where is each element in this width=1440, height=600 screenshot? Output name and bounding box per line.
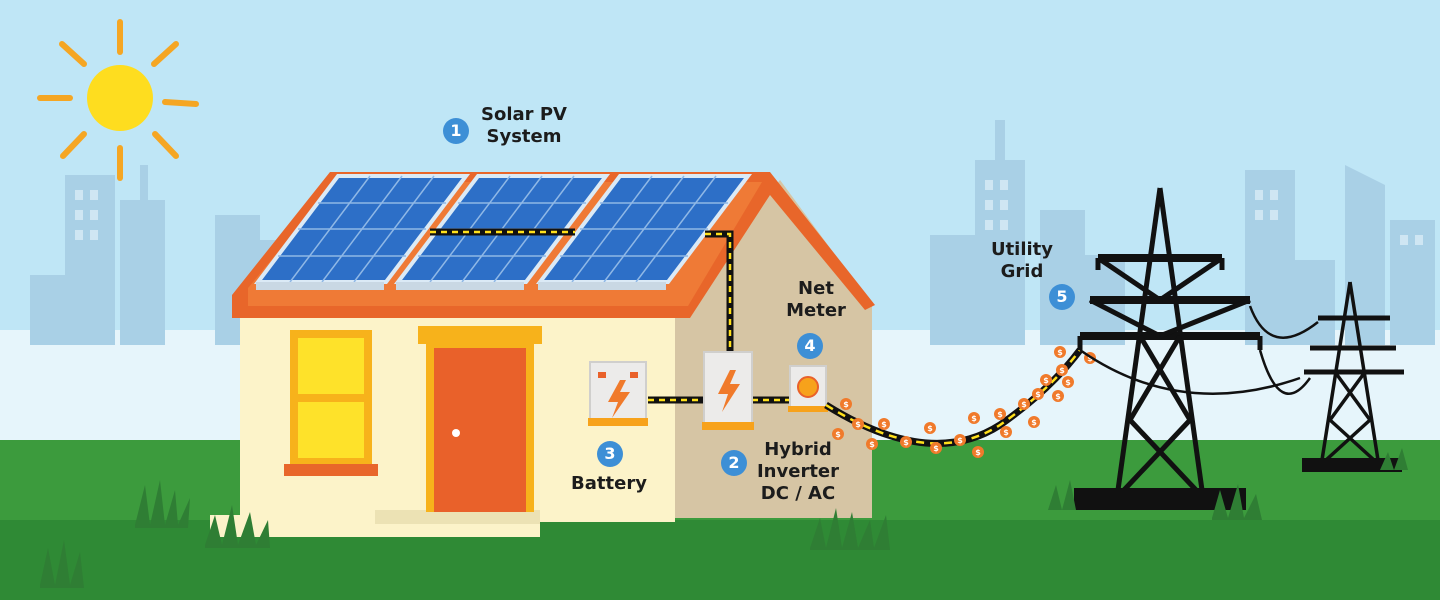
money-coin-icon: $ <box>878 418 890 430</box>
svg-text:$: $ <box>1021 400 1027 409</box>
badge-utility-grid: 5 <box>1049 284 1075 310</box>
svg-text:$: $ <box>1055 392 1061 401</box>
money-coin-icon: $ <box>840 398 852 410</box>
label-line: Inverter <box>756 461 840 482</box>
svg-text:$: $ <box>855 420 861 429</box>
money-coin-icon: $ <box>924 422 936 434</box>
money-coin-icon: $ <box>1000 426 1012 438</box>
money-coin-icon: $ <box>954 434 966 446</box>
label-line: Utility <box>990 239 1054 260</box>
svg-text:$: $ <box>997 410 1003 419</box>
money-coin-icon: $ <box>1018 398 1030 410</box>
label-net-meter: Net Meter <box>770 278 862 322</box>
label-line: Hybrid <box>764 439 832 460</box>
svg-text:$: $ <box>869 440 875 449</box>
svg-text:$: $ <box>881 420 887 429</box>
label-line: Net <box>798 278 834 299</box>
inverter-unit <box>702 351 754 430</box>
money-coin-icon: $ <box>1028 416 1040 428</box>
svg-text:$: $ <box>1031 418 1037 427</box>
front-door <box>418 326 542 512</box>
svg-text:$: $ <box>933 444 939 453</box>
label-line: Grid <box>1000 261 1044 282</box>
net-meter-unit <box>788 365 828 412</box>
svg-text:$: $ <box>1035 390 1041 399</box>
money-coin-icon: $ <box>1040 374 1052 386</box>
city-skyline <box>30 120 1435 345</box>
svg-text:$: $ <box>1059 366 1065 375</box>
transmission-tower-icon <box>1304 281 1404 462</box>
label-solar-pv-system: Solar PV System <box>474 104 574 148</box>
badge-solar: 1 <box>443 118 469 144</box>
svg-text:$: $ <box>1003 428 1009 437</box>
sun <box>37 19 199 181</box>
svg-text:$: $ <box>1043 376 1049 385</box>
label-hybrid-inverter: Hybrid Inverter DC / AC <box>750 439 846 505</box>
money-coin-icon: $ <box>1032 388 1044 400</box>
money-coin-icon: $ <box>994 408 1006 420</box>
money-coin-icon: $ <box>900 436 912 448</box>
door-steps <box>375 510 540 524</box>
lightning-icon <box>608 380 630 418</box>
grass-tufts <box>40 448 1408 588</box>
money-coin-icon: $ <box>832 428 844 440</box>
sun-disc <box>87 65 153 131</box>
svg-text:$: $ <box>927 424 933 433</box>
transmission-tower-icon <box>1077 187 1263 492</box>
svg-text:$: $ <box>971 414 977 423</box>
house-cables <box>430 228 792 404</box>
badge-net-meter: 4 <box>797 333 823 359</box>
label-battery: Battery <box>571 473 647 494</box>
svg-text:$: $ <box>835 430 841 439</box>
city-windows <box>75 180 1423 245</box>
money-flow: $$$$$$$$$$$$$$$$$$$$$$ <box>832 346 1096 458</box>
badge-inverter: 2 <box>721 450 747 476</box>
svg-text:$: $ <box>1057 348 1063 357</box>
svg-text:$: $ <box>975 448 981 457</box>
door-knob <box>452 429 460 437</box>
svg-text:$: $ <box>843 400 849 409</box>
money-coin-icon: $ <box>972 446 984 458</box>
tower-base <box>1302 458 1402 472</box>
meter-icon <box>797 376 819 398</box>
svg-text:$: $ <box>903 438 909 447</box>
svg-text:$: $ <box>1065 378 1071 387</box>
svg-text:$: $ <box>1087 354 1093 363</box>
solar-panels <box>253 174 753 290</box>
window <box>284 330 378 476</box>
money-coin-icon: $ <box>866 438 878 450</box>
svg-text:$: $ <box>957 436 963 445</box>
money-coin-icon: $ <box>968 412 980 424</box>
money-coin-icon: $ <box>930 442 942 454</box>
badge-battery: 3 <box>597 441 623 467</box>
label-line: System <box>486 126 562 147</box>
sun-rays <box>37 19 199 181</box>
lightning-icon <box>718 370 740 412</box>
tower-base <box>1074 488 1246 510</box>
grid-cable <box>824 347 1083 447</box>
money-coin-icon: $ <box>852 418 864 430</box>
power-lines <box>1079 305 1319 395</box>
label-line: DC / AC <box>760 483 836 504</box>
label-line: Meter <box>786 300 846 321</box>
money-coin-icon: $ <box>1056 364 1068 376</box>
money-coin-icon: $ <box>1054 346 1066 358</box>
money-coin-icon: $ <box>1052 390 1064 402</box>
label-utility-grid: Utility Grid <box>978 239 1066 283</box>
label-line: Solar PV <box>481 104 567 125</box>
money-coin-icon: $ <box>1062 376 1074 388</box>
battery-unit <box>588 361 648 426</box>
